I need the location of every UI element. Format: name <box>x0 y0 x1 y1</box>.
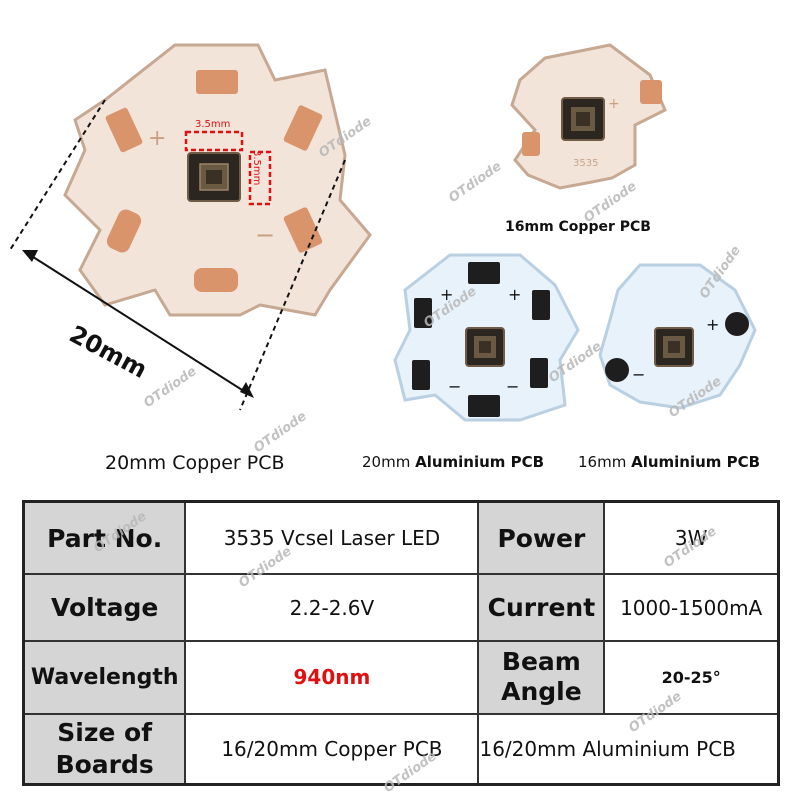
table-row: Size of Boards 16/20mm Copper PCB 16/20m… <box>22 712 780 786</box>
svg-text:+: + <box>440 285 453 304</box>
value-voltage: 2.2-2.6V <box>184 573 480 642</box>
caption-20mm-aluminium: 20mm Aluminium PCB <box>362 453 545 471</box>
svg-text:+: + <box>608 96 620 112</box>
value-aluminium-pcb: 16/20mm Aluminium PCB <box>478 712 780 786</box>
laser-chip <box>187 152 241 202</box>
svg-text:−: − <box>506 377 519 396</box>
table-row: Wavelength 940nm Beam Angle 20-25° <box>22 639 780 715</box>
value-beam-angle: 20-25° <box>603 639 780 715</box>
svg-text:+: + <box>706 315 719 334</box>
board-dimension-lines <box>9 99 346 411</box>
label-wavelength: Wavelength <box>22 639 187 715</box>
copper-pads <box>105 70 323 292</box>
label-power: Power <box>477 500 606 576</box>
label-current: Current <box>477 573 606 642</box>
arrow-head-left <box>22 250 38 262</box>
svg-text:+: + <box>508 285 521 304</box>
chip-code-label: 3535 <box>573 158 599 169</box>
label-size-of-boards: Size of Boards <box>22 712 187 786</box>
caption-20mm-copper: 20mm Copper PCB <box>105 452 285 474</box>
caption-16mm-aluminium: 16mm Aluminium PCB <box>578 453 761 471</box>
plus-sign: + <box>148 126 166 151</box>
value-power: 3W <box>603 500 780 576</box>
caption-16mm-copper: 16mm Copper PCB <box>505 219 651 235</box>
label-voltage: Voltage <box>22 573 187 642</box>
copper-20mm-board: + − <box>9 43 372 411</box>
value-copper-pcb: 16/20mm Copper PCB <box>184 712 480 786</box>
chip-width-label: 3.5mm <box>195 119 231 130</box>
product-photo-area: + − + <box>9 43 757 422</box>
table-row: Voltage 2.2-2.6V Current 1000-1500mA <box>22 573 780 642</box>
value-wavelength: 940nm <box>184 639 480 715</box>
copper-16mm-board: + <box>510 43 667 190</box>
chip-height-label: 3.5mm <box>251 150 262 186</box>
chip-dimension-markers <box>184 130 272 206</box>
spec-table: Part No. 3535 Vcsel Laser LED Power 3W V… <box>22 500 780 786</box>
svg-text:−: − <box>632 365 645 384</box>
svg-text:−: − <box>448 377 461 396</box>
label-part-no: Part No. <box>22 500 187 576</box>
label-beam-angle: Beam Angle <box>477 639 606 715</box>
table-row: Part No. 3535 Vcsel Laser LED Power 3W <box>22 500 780 576</box>
aluminium-20mm-board: + + − − <box>393 253 580 422</box>
value-part-no: 3535 Vcsel Laser LED <box>184 500 480 576</box>
value-current: 1000-1500mA <box>603 573 780 642</box>
minus-sign: − <box>255 221 275 249</box>
aluminium-16mm-board: + − <box>598 263 757 410</box>
arrow-head-right <box>240 382 254 398</box>
